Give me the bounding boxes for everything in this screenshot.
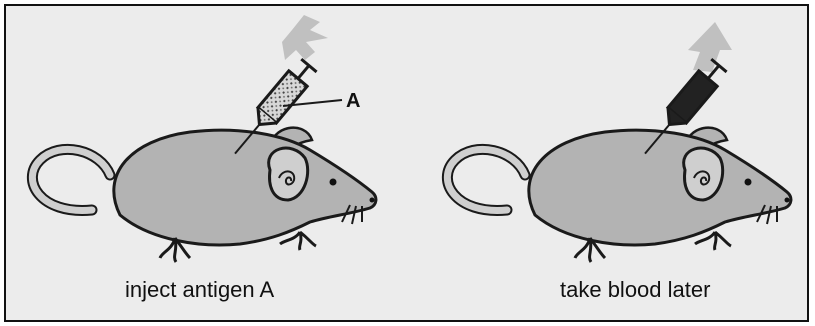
caption-take-blood: take blood later <box>560 277 710 303</box>
label-antigen: A <box>346 90 360 112</box>
mouse-left <box>32 128 376 262</box>
arrow-in-icon <box>282 15 328 60</box>
arrow-out-icon <box>688 22 732 72</box>
caption-inject-antigen: inject antigen A <box>125 277 274 303</box>
mouse-right <box>447 128 791 262</box>
